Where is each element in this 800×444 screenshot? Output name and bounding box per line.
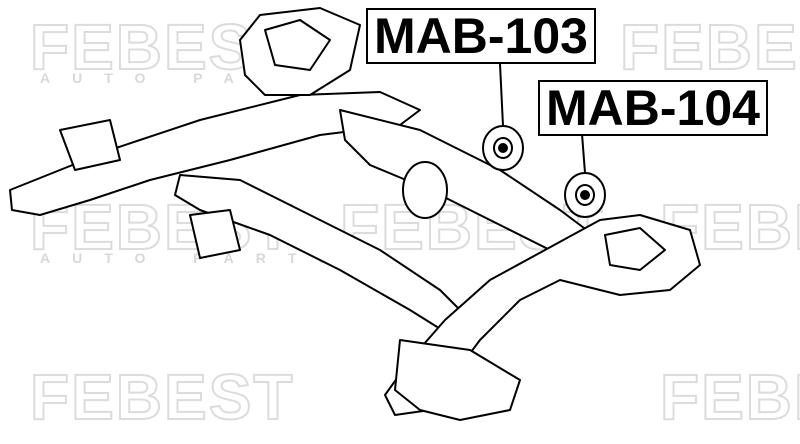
subframe-front-lower [394, 339, 521, 421]
bushing-mab-104 [564, 172, 606, 218]
leader-line-mab-103 [499, 63, 504, 127]
part-label-mab-103: MAB-103 [366, 8, 596, 64]
bushing-mab-103 [482, 125, 524, 171]
leader-line-mab-104 [581, 133, 586, 174]
part-label-mab-104: MAB-104 [538, 80, 768, 136]
